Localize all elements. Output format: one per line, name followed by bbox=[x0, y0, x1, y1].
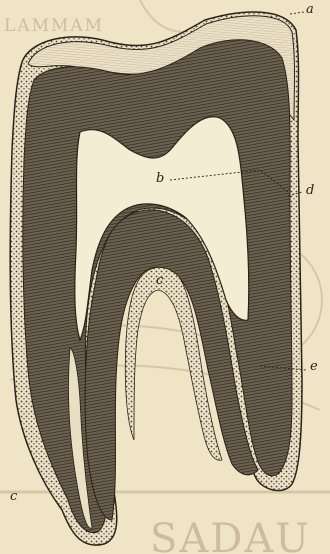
label-e: e bbox=[310, 360, 318, 373]
label-c-root: c bbox=[10, 490, 17, 503]
label-a: a bbox=[306, 3, 314, 16]
label-c-pulp: c bbox=[156, 274, 163, 287]
label-b: b bbox=[156, 172, 164, 185]
label-d: d bbox=[306, 184, 314, 197]
